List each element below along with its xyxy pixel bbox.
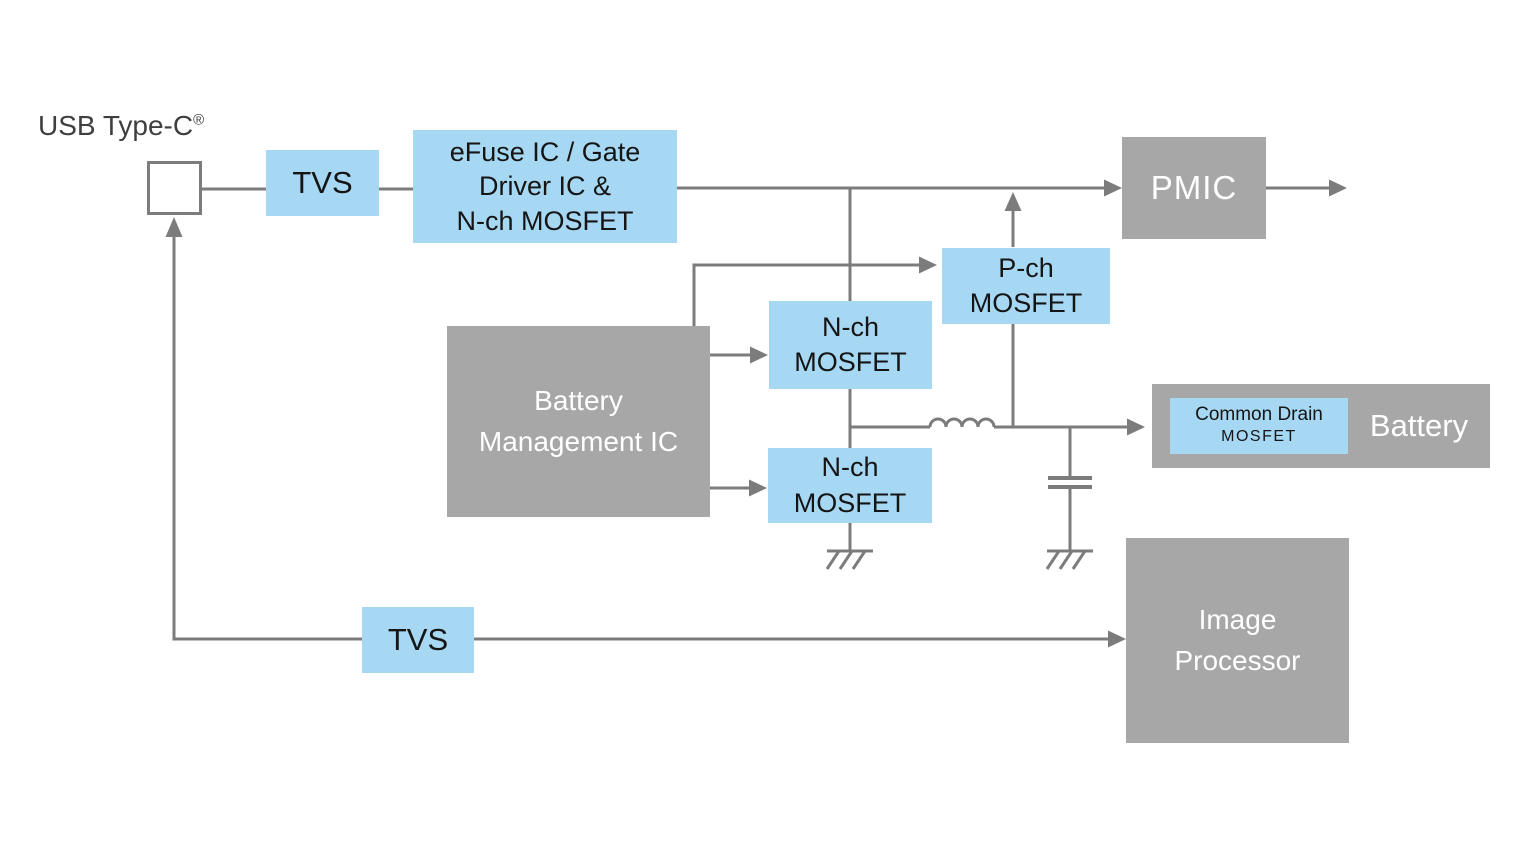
capacitor-icon	[1048, 427, 1092, 550]
tvs-block-bottom: TVS	[362, 607, 474, 673]
common-drain-label: Common Drain	[1195, 404, 1323, 426]
arrowhead	[750, 346, 768, 364]
ground-icon	[825, 549, 873, 570]
arrowhead	[1108, 630, 1126, 648]
wire-bmic-to-nch-low	[710, 479, 767, 497]
arrowhead	[1004, 192, 1022, 211]
registered-trademark-symbol: ®	[193, 111, 205, 129]
efuse-gate-driver-block: eFuse IC / Gate Driver IC & N-ch MOSFET	[413, 130, 677, 243]
wire-tvs-to-usb-data	[165, 217, 1126, 648]
wire-pch-to-rail	[1004, 192, 1022, 247]
common-drain-mosfet-label: MOSFET	[1221, 428, 1297, 445]
battery-management-ic-block: Battery Management IC	[447, 326, 710, 517]
arrowhead	[165, 217, 183, 237]
arrowhead	[919, 256, 937, 274]
battery-label: Battery	[1369, 408, 1469, 444]
usb-type-c-text: USB Type-C	[38, 110, 194, 141]
nch-mosfet-high-block: N-ch MOSFET	[769, 301, 932, 389]
usb-type-c-label: USB Type-C®	[38, 110, 204, 142]
nch-mosfet-low-block: N-ch MOSFET	[768, 448, 932, 523]
battery-block: Common Drain MOSFET Battery	[1152, 384, 1490, 468]
ground-icon	[1045, 549, 1093, 570]
common-drain-mosfet-block: Common Drain MOSFET	[1170, 398, 1348, 454]
wire-efuse-to-pmic	[677, 179, 1122, 197]
arrowhead	[1127, 418, 1145, 436]
image-processor-block: Image Processor	[1126, 538, 1349, 743]
pch-mosfet-block: P-ch MOSFET	[942, 248, 1110, 324]
pmic-block: PMIC	[1122, 137, 1266, 239]
tvs-block-top: TVS	[266, 150, 379, 216]
wire-pmic-output	[1266, 179, 1347, 197]
arrowhead	[1329, 179, 1347, 197]
wire-switchnode-to-battery	[850, 417, 1145, 436]
arrowhead	[749, 479, 767, 497]
wire-bmic-to-nch-high	[710, 346, 768, 364]
usb-connector-block	[147, 161, 202, 215]
wire-bmic-to-pch	[692, 256, 937, 326]
arrowhead	[1104, 179, 1122, 197]
inductor-icon	[928, 417, 996, 428]
